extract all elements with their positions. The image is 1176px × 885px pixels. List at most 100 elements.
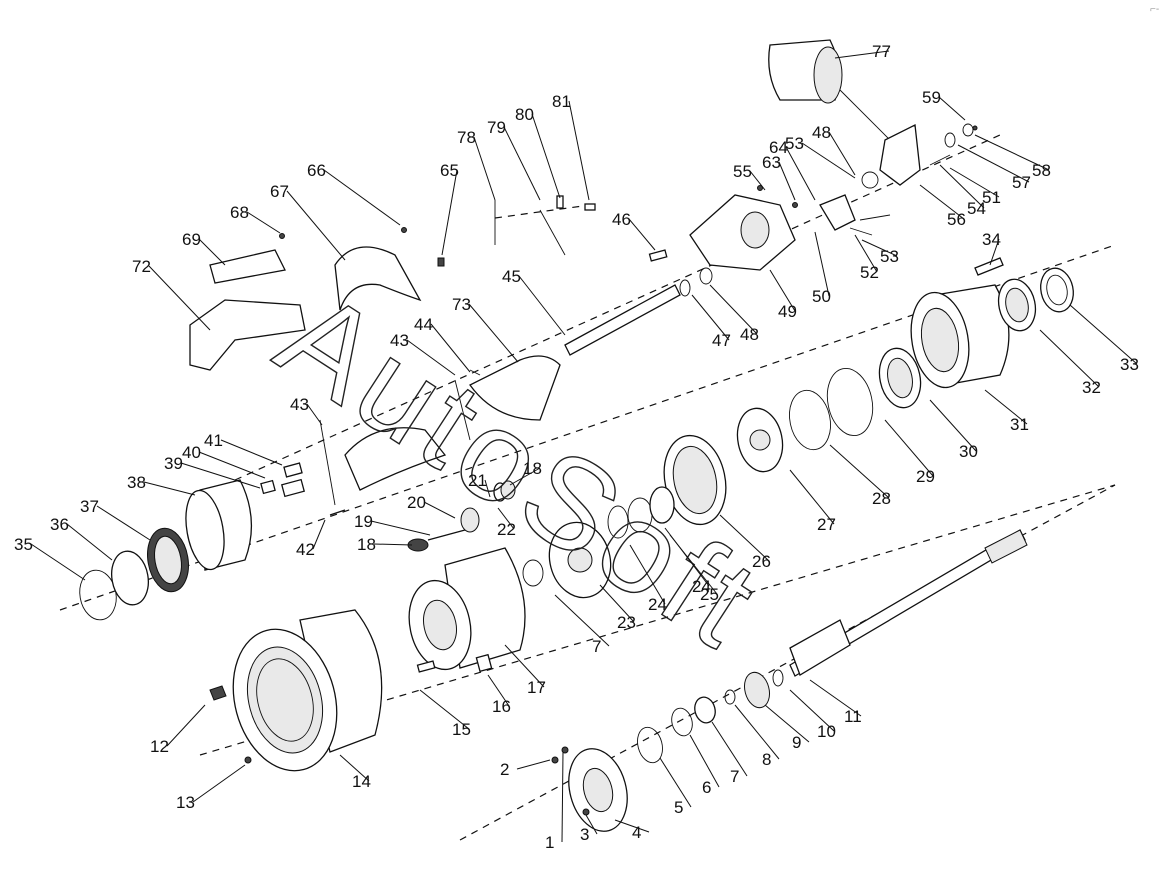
outer-wheel-hub	[910, 284, 1010, 389]
brake-shoes	[189, 246, 561, 491]
part-label-57: 57	[1012, 173, 1031, 192]
leader-line-58	[974, 134, 1050, 171]
leader-line-18b	[509, 467, 541, 486]
leader-line-31	[984, 389, 1028, 425]
leader-line-25	[669, 534, 718, 595]
part-label-5: 5	[674, 798, 683, 817]
part-label-42: 42	[296, 540, 315, 559]
leader-line-32	[1039, 329, 1100, 388]
part-label-55: 55	[733, 162, 752, 181]
part-label-43b: 43	[390, 331, 409, 350]
part-label-12: 12	[150, 737, 169, 756]
leader-line-16	[487, 674, 510, 707]
leader-line-6	[689, 734, 720, 788]
part-label-69: 69	[182, 230, 201, 249]
leader-line-39	[180, 462, 261, 489]
leader-line-78	[473, 136, 496, 201]
part-label-43a: 43	[290, 395, 309, 414]
leader-line-2	[516, 759, 551, 770]
leader-line-34	[989, 238, 1000, 266]
part-label-14: 14	[352, 772, 371, 791]
part-label-26: 26	[752, 552, 771, 571]
leader-line-42	[312, 519, 326, 550]
leader-line-12	[166, 704, 206, 747]
leader-line-13	[192, 764, 246, 803]
part-label-24a: 24	[648, 595, 667, 614]
leader-line-57	[957, 144, 1030, 183]
part-label-19: 19	[354, 512, 373, 531]
leader-line-9	[764, 704, 810, 743]
corner-mark: ⌐-	[1150, 4, 1159, 15]
leader-line-47	[691, 294, 730, 341]
part-label-51: 51	[982, 188, 1001, 207]
part-label-31: 31	[1010, 415, 1029, 434]
leader-line-67	[286, 190, 346, 261]
part-label-7a: 7	[592, 637, 601, 656]
part-label-36: 36	[50, 515, 69, 534]
part-label-25: 25	[700, 585, 719, 604]
part-label-45: 45	[502, 267, 521, 286]
part-label-3: 3	[580, 825, 589, 844]
part-label-34: 34	[982, 230, 1001, 249]
leader-line-21	[484, 479, 491, 498]
leader-line-66	[323, 169, 401, 226]
leader-line-38	[143, 481, 196, 496]
leader-line-30	[929, 399, 977, 452]
leader-line-19	[370, 520, 431, 536]
leader-line-64	[785, 146, 816, 201]
brake-chamber	[768, 39, 921, 186]
part-label-32: 32	[1082, 378, 1101, 397]
leader-line-55	[749, 170, 766, 191]
planet-carrier	[548, 521, 612, 599]
part-label-10: 10	[817, 722, 836, 741]
seal-rings-35-38	[79, 479, 253, 621]
part-label-18b: 18	[523, 459, 542, 478]
part-label-47: 47	[712, 331, 731, 350]
leader-line-41	[220, 439, 283, 466]
leader-line-5	[659, 757, 692, 808]
part-label-58: 58	[1032, 161, 1051, 180]
leader-line-26	[719, 514, 770, 562]
leader-line-43b	[406, 339, 456, 376]
part-label-48a: 48	[740, 325, 759, 344]
part-label-7b: 7	[730, 767, 739, 786]
brake-camshaft	[564, 267, 713, 356]
part-label-30: 30	[959, 442, 978, 461]
part-label-80: 80	[515, 105, 534, 124]
leader-line-63	[778, 161, 796, 201]
leader-line-53a	[801, 142, 856, 179]
leader-line-72	[148, 265, 211, 331]
part-label-35: 35	[14, 535, 33, 554]
part-label-28: 28	[872, 489, 891, 508]
leader-line-59	[938, 96, 966, 121]
leader-line-77	[834, 50, 890, 59]
leader-line-8	[734, 704, 780, 760]
leader-line-46	[628, 218, 656, 251]
leader-line-7b	[711, 721, 748, 777]
part-label-68: 68	[230, 203, 249, 222]
leader-line-17	[504, 644, 545, 688]
leader-line-50	[814, 231, 830, 297]
leader-line-14	[339, 754, 370, 782]
leader-line-49	[769, 269, 796, 312]
leader-line-4	[614, 819, 650, 833]
part-label-65: 65	[440, 161, 459, 180]
leader-line-29	[884, 419, 934, 477]
part-label-53a: 53	[785, 134, 804, 153]
leader-line-10	[789, 689, 835, 732]
leader-line-69	[198, 238, 226, 266]
part-label-79: 79	[487, 118, 506, 137]
leader-line-18a	[373, 543, 413, 546]
part-label-56: 56	[947, 210, 966, 229]
leader-line-56	[919, 184, 965, 220]
part-label-2: 2	[500, 760, 509, 779]
leader-line-20	[423, 501, 456, 519]
part-label-64: 64	[769, 138, 788, 157]
leader-line-24a	[629, 544, 666, 605]
part-label-22: 22	[497, 520, 516, 539]
part-label-24b: 24	[692, 577, 711, 596]
part-label-46: 46	[612, 210, 631, 229]
part-label-4: 4	[632, 823, 641, 842]
part-label-27: 27	[817, 515, 836, 534]
